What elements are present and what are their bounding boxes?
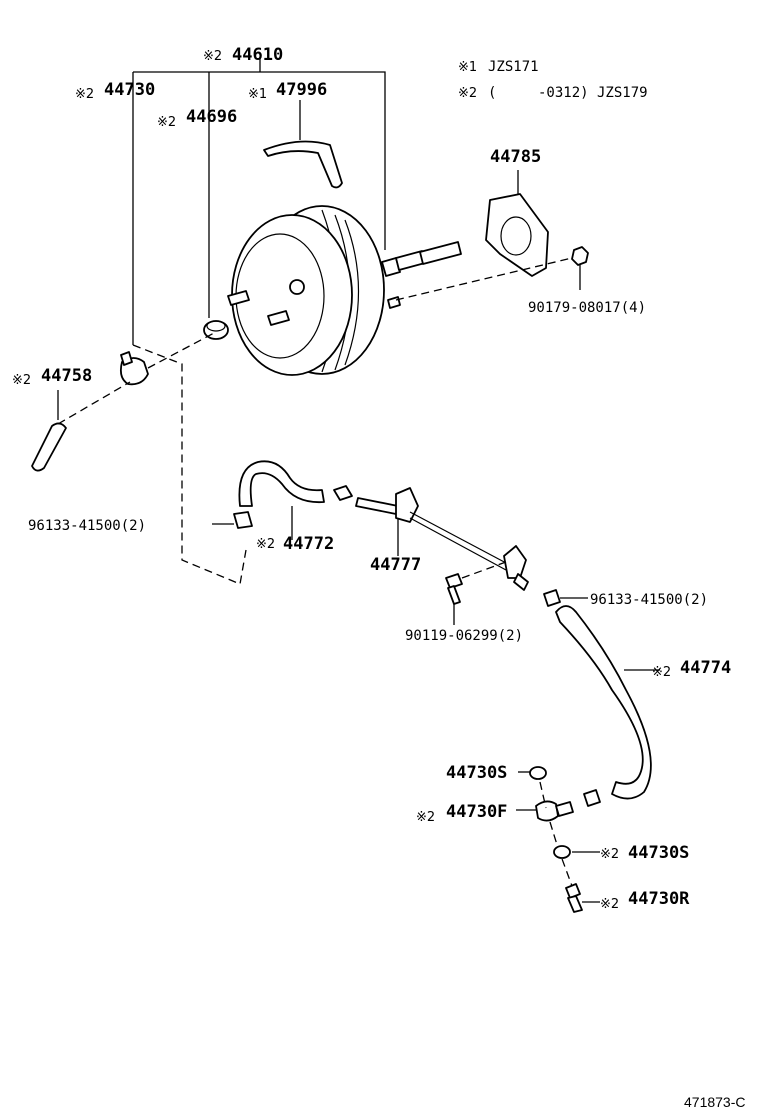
leader-44610 — [133, 71, 386, 250]
hose-44774 — [555, 605, 652, 800]
label-44730r-part: 44730R — [628, 889, 690, 909]
gasket-44785 — [485, 193, 549, 277]
label-44696-part: 44696 — [186, 107, 237, 127]
label-44696: ※2 44696 — [157, 107, 237, 130]
label-96133-b-part: 96133-41500(2) — [590, 592, 708, 608]
label-44730-mark: ※2 — [75, 87, 94, 102]
booster-hole — [289, 279, 305, 295]
label-44730: ※2 44730 — [75, 80, 155, 102]
label-90119-part: 90119-06299(2) — [405, 628, 523, 644]
bolt-90119-shank — [447, 585, 461, 605]
booster-rod-boot — [381, 257, 401, 277]
clamp-lower — [583, 789, 601, 807]
clamp-96133-b — [543, 589, 561, 607]
booster-front-shell — [231, 214, 353, 376]
clamp-near-44777 — [333, 485, 353, 501]
dash-valve-bracket-outline — [132, 344, 247, 585]
dash-valve-to-grommet — [147, 331, 217, 369]
label-44785: 44785 — [490, 147, 541, 167]
label-90179-part: 90179-08017(4) — [528, 300, 646, 316]
legend-text-2: -0312) JZS179 — [538, 85, 648, 101]
booster-push-rod — [419, 241, 462, 265]
union-44730f — [535, 800, 559, 822]
dash-booster-to-nut — [395, 257, 573, 301]
label-44730f: ※2 44730F — [416, 802, 507, 825]
washer-44730s-upper — [529, 766, 547, 780]
union-44730f-nipple — [555, 801, 574, 817]
label-44772-mark: ※2 — [256, 537, 275, 552]
label-44758-mark: ※2 — [12, 373, 31, 388]
label-44758-part: 44758 — [41, 366, 92, 386]
label-44696-mark: ※2 — [157, 115, 176, 130]
label-44777-part: 44777 — [370, 555, 421, 575]
booster-front-stud-2 — [227, 290, 250, 306]
retainer-clip-47996 — [263, 140, 343, 189]
legend-mark-1: ※1 — [458, 60, 477, 75]
label-44730-part: 44730 — [104, 80, 155, 100]
booster-rib-1 — [344, 219, 360, 366]
pipe-44777-body-2 — [409, 517, 507, 571]
label-44730s-upper: 44730S — [446, 763, 507, 783]
legend: ※1 JZS171 ※2 ( -0312) JZS179 — [458, 59, 648, 101]
label-44730f-mark: ※2 — [416, 810, 435, 825]
label-44772: ※2 44772 — [256, 534, 334, 554]
label-47996-part: 47996 — [276, 80, 327, 100]
legend-text-1: JZS171 — [488, 59, 539, 75]
label-44730s-upper-part: 44730S — [446, 763, 507, 783]
label-90179: 90179-08017(4) — [528, 300, 646, 316]
check-valve-44730-port — [120, 351, 133, 366]
diagram-code: 471873-C — [684, 1094, 746, 1110]
pipe-44777-bracket-right — [503, 545, 527, 579]
label-44774: ※2 44774 — [652, 658, 731, 680]
grommet-44696-top — [206, 320, 226, 332]
pipe-44777-body — [409, 511, 509, 565]
label-44610-mark: ※2 — [203, 49, 222, 64]
pipe-44777-bracket-left — [395, 487, 419, 523]
clamp-96133-a — [233, 511, 253, 529]
label-44772-part: 44772 — [283, 534, 334, 554]
brake-booster — [227, 205, 462, 376]
dash-bolt-to-bracket — [461, 561, 507, 579]
label-44774-mark: ※2 — [652, 665, 671, 680]
legend-mark-2: ※2 — [458, 86, 477, 101]
gasket-44785-hole — [500, 216, 532, 256]
label-44730s-lower-part: 44730S — [628, 843, 689, 863]
label-44785-part: 44785 — [490, 147, 541, 167]
label-96133-a-part: 96133-41500(2) — [28, 518, 146, 534]
hose-44772 — [238, 460, 325, 507]
label-44730r-mark: ※2 — [600, 897, 619, 912]
bracket-44758 — [31, 422, 67, 472]
legend-open-2: ( — [488, 85, 496, 101]
dash-bracket-to-valve — [57, 381, 131, 425]
pipe-44777-end — [513, 573, 529, 591]
label-44730f-part: 44730F — [446, 802, 507, 822]
label-44610-part: 44610 — [232, 45, 283, 65]
label-44777: 44777 — [370, 555, 421, 575]
label-96133-b: 96133-41500(2) — [590, 592, 708, 608]
dash-washer-to-union — [539, 781, 547, 809]
booster-front-stud-1 — [267, 310, 290, 326]
nut-90179 — [571, 246, 589, 266]
label-47996-mark: ※1 — [248, 87, 267, 102]
label-44730s-lower-mark: ※2 — [600, 847, 619, 862]
label-44730s-lower: ※2 44730S — [600, 843, 689, 863]
label-44774-part: 44774 — [680, 658, 731, 678]
label-96133-a: 96133-41500(2) — [28, 518, 146, 534]
washer-44730s-lower — [553, 845, 571, 859]
bolt-90119-head — [445, 573, 463, 589]
label-90119: 90119-06299(2) — [405, 628, 523, 644]
label-44610: ※2 44610 — [203, 45, 283, 65]
label-44730r: ※2 44730R — [600, 889, 690, 912]
bolt-44730r-shank — [567, 895, 583, 913]
pipe-44777-left — [355, 497, 399, 515]
label-44758: ※2 44758 — [12, 366, 92, 388]
booster-rear-stud — [387, 296, 401, 309]
label-47996: ※1 47996 — [248, 80, 327, 102]
bolt-44730r-head — [565, 883, 581, 899]
